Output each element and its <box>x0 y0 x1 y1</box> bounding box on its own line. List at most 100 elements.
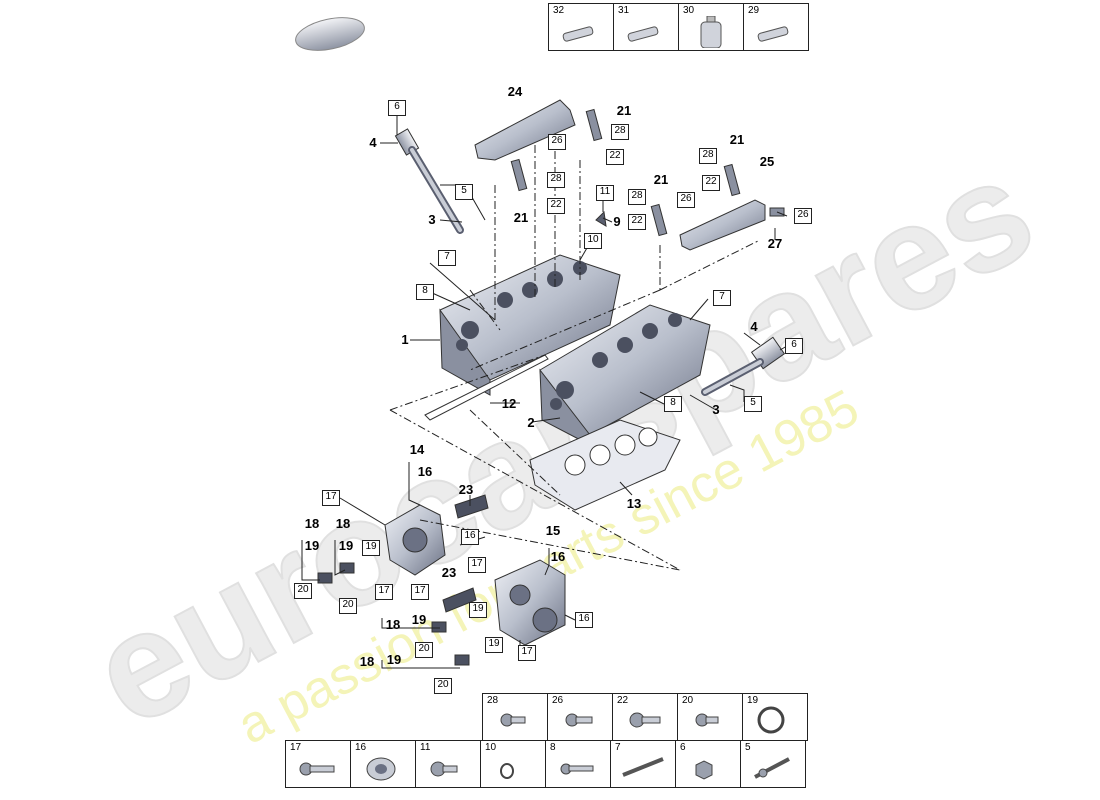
callout-19-boxed: 19 <box>362 540 380 556</box>
callout-12: 12 <box>501 396 517 411</box>
part-number: 16 <box>355 742 367 753</box>
bolt-icon <box>430 761 458 777</box>
part-cell-26[interactable]: 26 <box>547 693 613 741</box>
head-gasket-13 <box>529 419 681 511</box>
callout-11-boxed: 11 <box>596 185 614 201</box>
part-number: 6 <box>680 742 686 753</box>
callout-18: 18 <box>385 617 401 632</box>
callout-24: 24 <box>507 84 523 99</box>
callout-5-boxed: 5 <box>455 184 473 200</box>
callout-6-boxed: 6 <box>785 338 803 354</box>
callout-26-boxed: 26 <box>794 208 812 224</box>
callout-22-boxed: 22 <box>547 198 565 214</box>
callout-13: 13 <box>626 496 642 511</box>
part-number: 32 <box>553 5 565 16</box>
part-cell-8[interactable]: 8 <box>545 740 611 788</box>
cylinder-head-2 <box>539 304 711 446</box>
callout-16: 16 <box>550 549 566 564</box>
callout-20-boxed: 20 <box>434 678 452 694</box>
bolt-icon <box>500 713 526 727</box>
callout-28-boxed: 28 <box>547 172 565 188</box>
stud-icon <box>754 757 790 779</box>
callout-19-boxed: 19 <box>469 602 487 618</box>
callout-21: 21 <box>653 172 669 187</box>
washer-icon <box>500 763 514 779</box>
part-cell-7[interactable]: 7 <box>610 740 676 788</box>
brackets <box>510 108 785 237</box>
callout-18: 18 <box>359 654 375 669</box>
callout-28-boxed: 28 <box>699 148 717 164</box>
callout-10-boxed: 10 <box>584 233 602 249</box>
gasket-12 <box>424 354 549 421</box>
callout-17-boxed: 17 <box>518 645 536 661</box>
part-number: 8 <box>550 742 556 753</box>
part-cell-19[interactable]: 19 <box>742 693 808 741</box>
top-parts-table: 32 31 30 29 <box>548 3 809 51</box>
part-number: 26 <box>552 695 564 706</box>
tube-icon <box>627 26 659 42</box>
part-number: 28 <box>487 695 499 706</box>
timing-housing-14 <box>384 504 446 576</box>
callout-20-boxed: 20 <box>415 642 433 658</box>
leader-lines-dashed <box>389 135 761 571</box>
part-number: 5 <box>745 742 751 753</box>
injector-left <box>394 128 464 234</box>
callout-27: 27 <box>767 236 783 251</box>
sleeve-icon <box>366 757 396 781</box>
callout-16: 16 <box>417 464 433 479</box>
sealant-blob-icon <box>295 17 365 51</box>
bolt-icon <box>560 763 594 775</box>
callout-14: 14 <box>409 442 425 457</box>
part-number: 29 <box>748 5 760 16</box>
callout-23: 23 <box>458 482 474 497</box>
callout-7-boxed: 7 <box>438 250 456 266</box>
bolt-icon <box>299 762 335 776</box>
callout-20-boxed: 20 <box>294 583 312 599</box>
cover-24 <box>474 99 576 161</box>
callout-22-boxed: 22 <box>702 175 720 191</box>
callout-22-boxed: 22 <box>606 149 624 165</box>
bolt-icon <box>695 713 719 727</box>
callout-2: 2 <box>527 415 535 430</box>
callout-21: 21 <box>513 210 529 225</box>
callout-16-boxed: 16 <box>461 529 479 545</box>
callout-19: 19 <box>411 612 427 627</box>
cover-25 <box>679 199 766 251</box>
callout-25: 25 <box>759 154 775 169</box>
part-number: 19 <box>747 695 759 706</box>
callout-8-boxed: 8 <box>416 284 434 300</box>
part-cell-31[interactable]: 31 <box>613 3 679 51</box>
part-cell-29[interactable]: 29 <box>743 3 809 51</box>
part-cell-17[interactable]: 17 <box>285 740 351 788</box>
callout-5-boxed: 5 <box>744 396 762 412</box>
callout-9: 9 <box>613 214 621 229</box>
callout-26-boxed: 26 <box>677 192 695 208</box>
part-cell-11[interactable]: 11 <box>415 740 481 788</box>
callout-17-boxed: 17 <box>411 584 429 600</box>
callout-19: 19 <box>304 538 320 553</box>
part-cell-20[interactable]: 20 <box>677 693 743 741</box>
callout-21: 21 <box>729 132 745 147</box>
part-cell-32[interactable]: 32 <box>548 3 614 51</box>
part-cell-16[interactable]: 16 <box>350 740 416 788</box>
tube-icon <box>562 26 594 42</box>
cylinder-head-1 <box>439 254 621 396</box>
callout-23: 23 <box>441 565 457 580</box>
callout-19: 19 <box>338 538 354 553</box>
callout-15: 15 <box>545 523 561 538</box>
callout-8-boxed: 8 <box>664 396 682 412</box>
callout-1: 1 <box>401 332 409 347</box>
part-cell-6[interactable]: 6 <box>675 740 741 788</box>
timing-housing-15 <box>494 559 566 646</box>
part-cell-10[interactable]: 10 <box>480 740 546 788</box>
part-cell-22[interactable]: 22 <box>612 693 678 741</box>
part-cell-30[interactable]: 30 <box>678 3 744 51</box>
part-cell-28[interactable]: 28 <box>482 693 548 741</box>
part-cell-5[interactable]: 5 <box>740 740 806 788</box>
part-number: 22 <box>617 695 629 706</box>
callout-17-boxed: 17 <box>322 490 340 506</box>
callout-28-boxed: 28 <box>628 189 646 205</box>
callout-3: 3 <box>712 402 720 417</box>
